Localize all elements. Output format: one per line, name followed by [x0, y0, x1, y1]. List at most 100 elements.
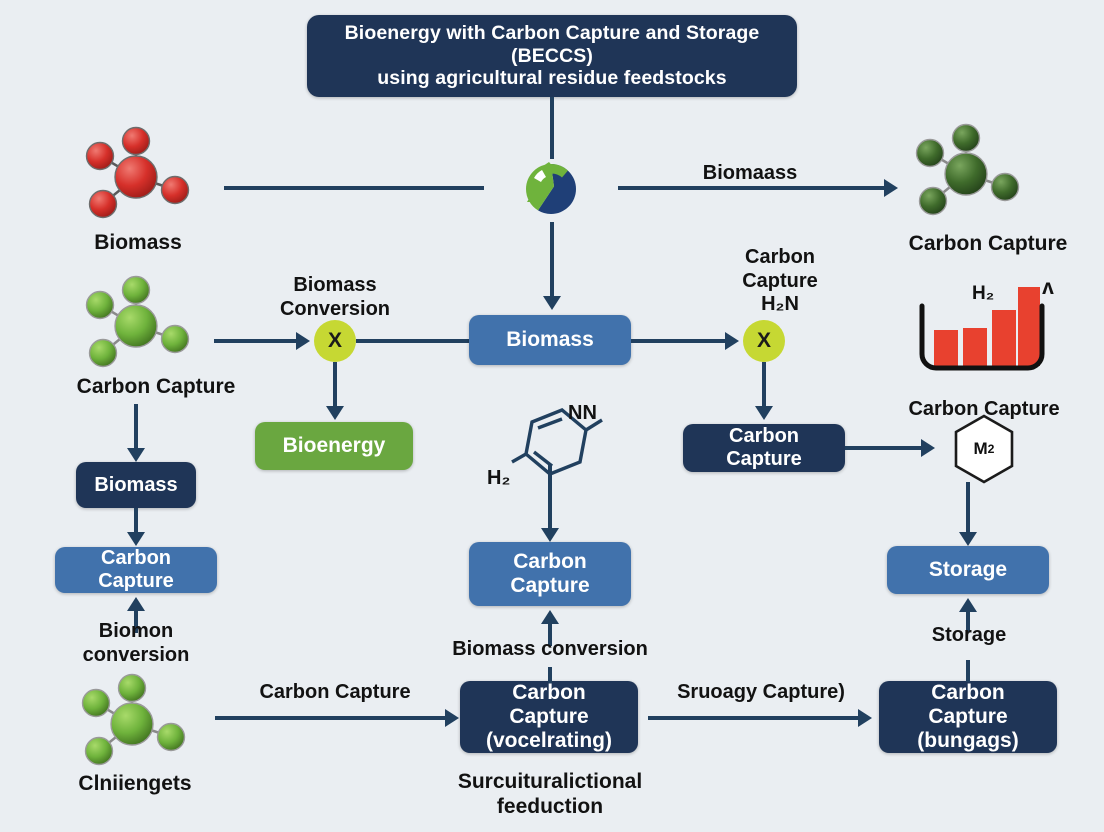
arrowhead-storage-label-to-storage-box — [959, 598, 977, 612]
node-cc-vocelrating-line2: (vocelrating) — [485, 729, 613, 753]
node-carbon-capture-left[interactable]: Carbon Capture — [55, 547, 217, 593]
node-carbon-capture-right[interactable]: Carbon Capture — [683, 424, 845, 472]
node-storage-box-label: Storage — [928, 557, 1008, 581]
arrowhead-biomon-to-cc-left — [127, 597, 145, 611]
connector-recycle-to-biomass-box — [550, 222, 554, 298]
arrowhead-recycle-to-carbon-capture — [884, 179, 898, 197]
arrowhead-x-to-carbon-capture-box — [755, 406, 773, 420]
molecule-clniiengets-label: Clniiengets — [78, 772, 192, 795]
junction-x-biomass-conversion-glyph: X — [327, 329, 342, 352]
connector-biomon-to-cc-left — [134, 609, 138, 633]
hexagon-m2-subscript: 2 — [987, 442, 995, 456]
connector-biomass-to-x-carbon — [631, 339, 727, 343]
molecule-carbon-capture-light — [78, 272, 198, 374]
connector-ring-to-carbon-capture-center — [548, 464, 552, 530]
node-biomass-navy-box-label: Biomass — [94, 473, 178, 496]
label-surcuituralictional-feeduction: Surcuituralictional feeduction — [404, 770, 696, 820]
node-carbon-capture-center-line1: Carbon — [513, 549, 587, 573]
beaker-h2-label: H₂ — [972, 283, 1012, 305]
connector-x-to-bioenergy — [333, 362, 337, 408]
label-biomon-conversion: Biomon conversion — [54, 620, 218, 667]
arrowhead-hexagon-to-storage — [959, 532, 977, 546]
node-cc-vocelrating-line1: Carbon Capture — [509, 680, 589, 728]
label-sruoagy-capture: Sruoagy Capture) — [677, 681, 845, 703]
ring-h2-label: H₂ — [487, 467, 523, 491]
ring-nn-label: NN — [568, 402, 608, 426]
node-cc-bungags-line1: Carbon Capture — [928, 680, 1008, 728]
beaker-h2-text: H₂ — [972, 283, 995, 304]
label-biomass-conversion-text: Biomass Conversion — [279, 274, 391, 320]
molecule-biomass-red-label: Biomass — [94, 231, 182, 254]
connector-title-to-recycle — [550, 97, 554, 159]
connector-cc-vocelrating-to-cc-bungags — [648, 716, 860, 720]
connector-x-to-carbon-capture-box — [762, 362, 766, 408]
beaker-caret-text: ʌ — [1042, 276, 1054, 299]
ring-nn-text: NN — [568, 402, 597, 424]
label-surcuituralictional-feeduction-text: Surcuituralictional feeduction — [457, 770, 643, 818]
label-carbon-capture-h2n-text: Carbon Capture H₂N — [742, 246, 818, 316]
label-biomon-conversion-text: Biomon conversion — [82, 620, 190, 666]
label-biomass-conversion-lc: Biomass conversion — [452, 638, 648, 660]
arrowhead-ring-to-carbon-capture-center — [541, 528, 559, 542]
label-biomass-conversion: Biomass Conversion — [252, 274, 418, 321]
junction-x-carbon-capture-glyph: X — [756, 329, 771, 352]
junction-x-carbon-capture[interactable]: X — [743, 320, 785, 362]
molecule-biomass-red — [78, 125, 198, 225]
title-line-1: Bioenergy with Carbon Capture and Storag… — [344, 22, 760, 67]
arrowhead-biomass-to-x-carbon — [725, 332, 739, 350]
node-biomass-box[interactable]: Biomass — [469, 315, 631, 365]
arrowhead-cc-vocelrating-to-cc-bungags — [858, 709, 872, 727]
arrowhead-recycle-to-biomass-box — [543, 296, 561, 310]
node-carbon-capture-center-line2: Capture — [510, 574, 590, 597]
node-carbon-capture-left-label: Carbon Capture — [98, 547, 174, 592]
node-carbon-capture-center[interactable]: Carbon Capture — [469, 542, 631, 606]
label-storage-arrow: Storage — [931, 624, 1007, 646]
connector-storage-label-to-storage-box — [966, 610, 970, 632]
arrowhead-carbon-capture-to-hexagon — [921, 439, 935, 457]
node-biomass-navy-box[interactable]: Biomass — [76, 462, 196, 508]
arrowhead-molecule-to-x-biomass — [296, 332, 310, 350]
connector-molecule-to-biomass-navy — [134, 404, 138, 450]
ring-h2-text: H₂ — [487, 467, 511, 489]
benzene-ring-icon — [500, 400, 610, 500]
connector-clniiengets-to-cc-vocelrating — [215, 716, 447, 720]
label-biomaass-arrow: Biomaass — [702, 162, 798, 184]
label-carbon-capture-arrow: Carbon Capture — [259, 681, 411, 703]
node-cc-vocelrating[interactable]: Carbon Capture (vocelrating) — [460, 681, 638, 753]
arrowhead-biomass-navy-to-cc-left — [127, 532, 145, 546]
connector-cc-vocelrating-up — [548, 667, 552, 683]
connector-recycle-to-carbon-capture — [618, 186, 884, 190]
arrowhead-clniiengets-to-cc-vocelrating — [445, 709, 459, 727]
node-carbon-capture-right-label: Carbon Capture — [726, 425, 802, 470]
arrowhead-biomass-conversion-to-cc-center — [541, 610, 559, 624]
title-line-2: using agricultural residue feedstocks — [377, 67, 727, 90]
node-bioenergy-box[interactable]: Bioenergy — [255, 422, 413, 470]
arrowhead-x-to-bioenergy — [326, 406, 344, 420]
connector-biomass-to-recycle — [224, 186, 484, 190]
molecule-clniiengets — [72, 668, 198, 772]
node-cc-bungags-line2: (bungags) — [917, 729, 1019, 753]
node-cc-bungags[interactable]: Carbon Capture (bungags) — [879, 681, 1057, 753]
hexagon-m2-letter: M — [973, 439, 988, 458]
connector-molecule-to-x-biomass — [214, 339, 298, 343]
arrowhead-molecule-to-biomass-navy — [127, 448, 145, 462]
label-carbon-capture-h2n: Carbon Capture H₂N — [700, 246, 860, 317]
recycle-globe-icon — [520, 160, 582, 218]
label-carbon-capture-hexagon: Carbon Capture — [908, 398, 1060, 420]
connector-biomass-navy-to-cc-left — [134, 508, 138, 534]
connector-hexagon-to-storage — [966, 482, 970, 534]
molecule-carbon-capture-light-label: Carbon Capture — [76, 375, 236, 398]
connector-carbon-capture-to-hexagon — [845, 446, 923, 450]
connector-x-to-biomass-box — [356, 339, 470, 343]
molecule-carbon-capture-dark-label: Carbon Capture — [908, 232, 1068, 255]
molecule-carbon-capture-dark — [908, 120, 1028, 222]
title-box: Bioenergy with Carbon Capture and Storag… — [307, 15, 797, 97]
node-storage-box[interactable]: Storage — [887, 546, 1049, 594]
node-biomass-box-label: Biomass — [506, 327, 594, 351]
connector-cc-bungags-up — [966, 660, 970, 682]
beaker-bar-chart-icon — [906, 282, 1046, 374]
junction-x-biomass-conversion[interactable]: X — [314, 320, 356, 362]
